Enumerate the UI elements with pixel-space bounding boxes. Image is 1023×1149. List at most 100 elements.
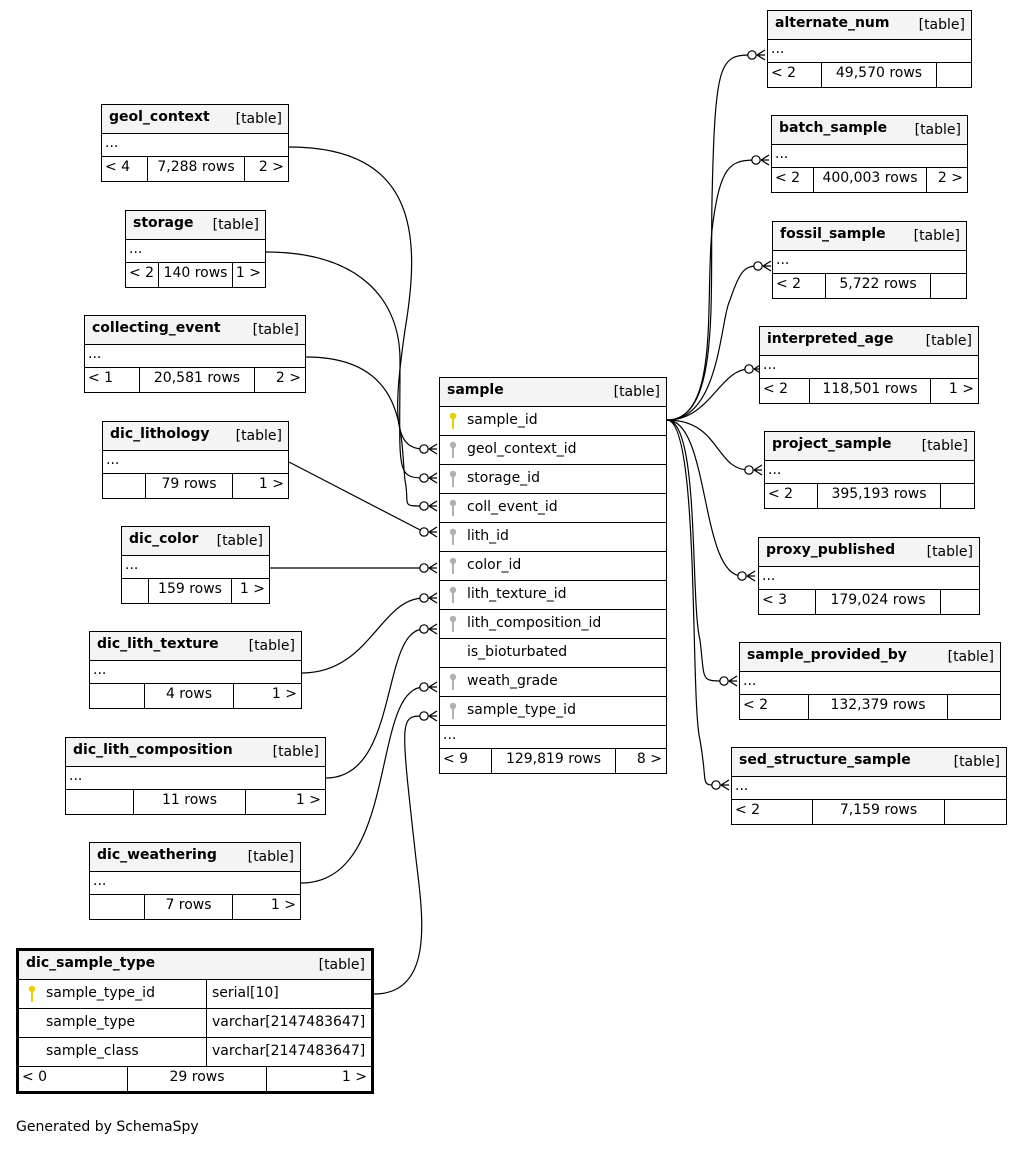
children-count[interactable]: 8 >	[636, 751, 662, 767]
sed-structure-link-crow	[720, 779, 730, 791]
table-geol-context[interactable]: geol_context [table] ... < 4 7,288 rows …	[101, 104, 289, 182]
children-count[interactable]: 2 >	[937, 170, 963, 186]
table-dic-lithology[interactable]: dic_lithology [table] ... 79 rows 1 >	[102, 421, 289, 499]
parents-count[interactable]	[90, 684, 144, 708]
table-footer: < 2 49,570 rows	[768, 63, 971, 87]
ellipsis-text: ...	[69, 768, 83, 784]
table-dic-lith-texture[interactable]: dic_lith_texture [table] ... 4 rows 1 >	[89, 631, 302, 709]
children-count[interactable]: 2 >	[258, 159, 284, 175]
parents-count[interactable]: < 1	[88, 370, 114, 386]
column-row[interactable]: is_bioturbated	[440, 639, 666, 668]
parents-count[interactable]: < 9	[443, 751, 469, 767]
alternate-num-link-crow	[756, 49, 766, 61]
table-proxy-published[interactable]: proxy_published [table] ... < 3 179,024 …	[758, 537, 980, 615]
table-header: dic_lith_texture [table]	[90, 632, 301, 661]
geol-context-link-crow	[428, 443, 438, 455]
parents-count[interactable]	[103, 474, 145, 498]
column-row[interactable]: lith_texture_id	[440, 581, 666, 610]
table-dic-lith-composition[interactable]: dic_lith_composition [table] ... 11 rows…	[65, 737, 326, 815]
sed-structure-link	[666, 419, 717, 786]
table-type-label: [table]	[925, 333, 972, 349]
table-fossil-sample[interactable]: fossil_sample [table] ... < 2 5,722 rows	[772, 221, 967, 299]
column-row[interactable]: sample_type_id	[440, 697, 666, 726]
children-count[interactable]	[937, 63, 971, 87]
parents-count[interactable]	[122, 579, 148, 603]
row-count: 5,722 rows	[825, 274, 931, 298]
columns-ellipsis: ...	[102, 134, 288, 157]
children-count[interactable]: 1 >	[295, 792, 321, 808]
children-count[interactable]: 1 >	[948, 381, 974, 397]
table-type-label: [table]	[953, 754, 1000, 770]
parents-count[interactable]: < 2	[771, 65, 797, 81]
row-count: 11 rows	[133, 790, 246, 814]
children-count[interactable]: 1 >	[270, 897, 296, 913]
ellipsis-text: ...	[129, 241, 143, 257]
interpreted-age-link	[666, 368, 750, 421]
parents-count[interactable]: < 2	[743, 697, 769, 713]
children-count[interactable]: 1 >	[271, 686, 297, 702]
children-count[interactable]: 1 >	[341, 1069, 367, 1085]
table-alternate-num[interactable]: alternate_num [table] ... < 2 49,570 row…	[767, 10, 972, 88]
table-storage[interactable]: storage [table] ... < 2 140 rows 1 >	[125, 210, 266, 288]
table-interpreted-age[interactable]: interpreted_age [table] ... < 2 118,501 …	[759, 326, 979, 404]
table-footer: 79 rows 1 >	[103, 474, 288, 498]
children-count[interactable]	[948, 695, 1000, 719]
parents-count[interactable]: < 2	[768, 486, 794, 502]
columns-ellipsis: ...	[66, 767, 325, 790]
column-row[interactable]: coll_event_id	[440, 494, 666, 523]
column-row[interactable]: sample_class varchar[2147483647]	[19, 1038, 371, 1067]
alternate-num-link-circle	[747, 50, 757, 60]
column-row[interactable]: weath_grade	[440, 668, 666, 697]
table-sed-structure-sample[interactable]: sed_structure_sample [table] ... < 2 7,1…	[731, 747, 1007, 825]
table-dic-weathering[interactable]: dic_weathering [table] ... 7 rows 1 >	[89, 842, 301, 920]
column-row[interactable]: color_id	[440, 552, 666, 581]
table-dic-sample-type[interactable]: dic_sample_type [table] sample_type_id s…	[16, 948, 374, 1094]
parents-count[interactable]: < 2	[763, 381, 789, 397]
children-count[interactable]	[941, 590, 979, 614]
ellipsis-text: ...	[105, 135, 119, 151]
table-name: dic_lith_composition	[73, 742, 233, 758]
foreign-key-icon	[449, 528, 457, 545]
parents-count[interactable]: < 2	[735, 802, 761, 818]
parents-count[interactable]	[90, 895, 144, 919]
table-type-label: [table]	[252, 322, 299, 338]
table-header: fossil_sample [table]	[773, 222, 966, 251]
project-sample-link	[666, 419, 750, 471]
columns-ellipsis: ...	[90, 661, 301, 684]
children-count[interactable]	[931, 274, 966, 298]
cell-divider	[206, 1009, 207, 1037]
children-count[interactable]	[945, 800, 1006, 824]
ellipsis-text: ...	[768, 462, 782, 478]
table-footer: < 2 132,379 rows	[740, 695, 1000, 719]
column-row[interactable]: lith_id	[440, 523, 666, 552]
table-collecting-event[interactable]: collecting_event [table] ... < 1 20,581 …	[84, 315, 306, 393]
parents-count[interactable]: < 2	[129, 265, 155, 281]
column-row[interactable]: geol_context_id	[440, 436, 666, 465]
parents-count[interactable]: < 2	[775, 170, 801, 186]
column-row[interactable]: sample_type varchar[2147483647]	[19, 1009, 371, 1038]
children-count[interactable]	[941, 484, 974, 508]
table-project-sample[interactable]: project_sample [table] ... < 2 395,193 r…	[764, 431, 975, 509]
table-footer: 7 rows 1 >	[90, 895, 300, 919]
children-count[interactable]: 1 >	[258, 476, 284, 492]
children-count[interactable]: 1 >	[239, 581, 265, 597]
collecting-event-link-crow	[428, 500, 438, 512]
project-sample-link-circle	[744, 465, 754, 475]
table-header: interpreted_age [table]	[760, 327, 978, 356]
column-row[interactable]: sample_id	[440, 407, 666, 436]
children-count[interactable]: 1 >	[235, 265, 261, 281]
project-sample-link-crow	[753, 464, 763, 476]
column-row[interactable]: sample_type_id serial[10]	[19, 980, 371, 1009]
column-row[interactable]: storage_id	[440, 465, 666, 494]
parents-count[interactable]	[66, 790, 133, 814]
table-sample-provided-by[interactable]: sample_provided_by [table] ... < 2 132,3…	[739, 642, 1001, 720]
parents-count[interactable]: < 2	[776, 276, 802, 292]
parents-count[interactable]: < 3	[762, 592, 788, 608]
parents-count[interactable]: < 0	[22, 1069, 48, 1085]
parents-count[interactable]: < 4	[105, 159, 131, 175]
table-batch-sample[interactable]: batch_sample [table] ... < 2 400,003 row…	[771, 115, 968, 193]
column-row[interactable]: lith_composition_id	[440, 610, 666, 639]
children-count[interactable]: 2 >	[275, 370, 301, 386]
table-dic-color[interactable]: dic_color [table] ... 159 rows 1 >	[121, 526, 270, 604]
